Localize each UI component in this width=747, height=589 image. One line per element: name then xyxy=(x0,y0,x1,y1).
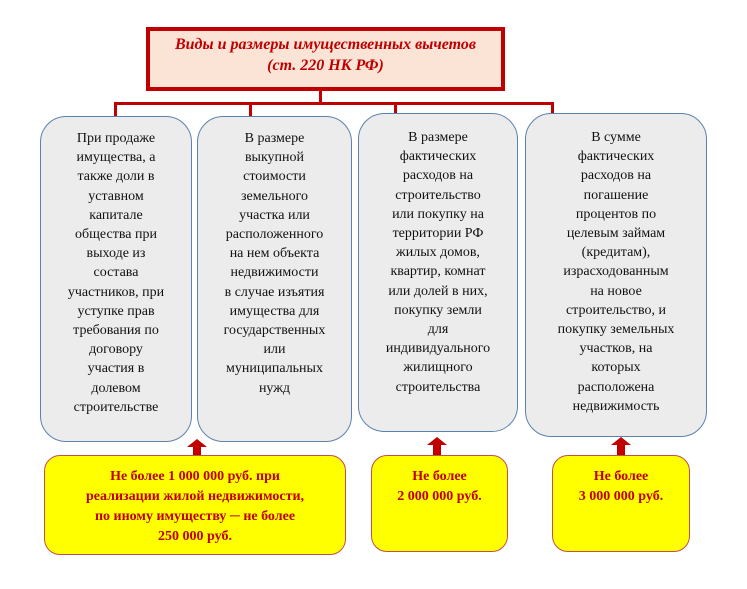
arrow-up-icon xyxy=(611,437,631,455)
category-text: При продаже имущества, а также доли в ус… xyxy=(67,131,165,415)
category-text: В размере выкупной стоимости земельного … xyxy=(223,131,326,396)
category-housing-purchase: В размере фактических расходов на строит… xyxy=(358,113,518,432)
category-land-seizure: В размере выкупной стоимости земельного … xyxy=(197,116,352,442)
limit-interest: Не более 3 000 000 руб. xyxy=(552,455,690,552)
limit-housing: Не более 2 000 000 руб. xyxy=(371,455,508,552)
title-line-1: Виды и размеры имущественных вычетов xyxy=(174,36,477,53)
connector-drop-3 xyxy=(394,102,397,113)
connector-vertical xyxy=(319,88,322,104)
connector-drop-1 xyxy=(114,102,117,116)
limit-sale: Не более 1 000 000 руб. при реализации ж… xyxy=(44,455,346,555)
title-line-2: (ст. 220 НК РФ) xyxy=(267,57,384,74)
category-text: В размере фактических расходов на строит… xyxy=(385,130,491,395)
category-sale: При продаже имущества, а также доли в ус… xyxy=(40,116,192,442)
category-interest: В сумме фактических расходов на погашени… xyxy=(525,113,707,437)
arrow-up-icon xyxy=(427,437,447,455)
connector-horizontal xyxy=(114,102,554,105)
limit-text: Не более 2 000 000 руб. xyxy=(397,469,482,504)
diagram-title: Виды и размеры имущественных вычетов (ст… xyxy=(146,27,505,91)
limit-text: Не более 3 000 000 руб. xyxy=(578,469,664,504)
arrow-up-icon xyxy=(187,439,207,457)
category-text: В сумме фактических расходов на погашени… xyxy=(557,130,675,414)
connector-drop-4 xyxy=(551,102,554,113)
limit-text: Не более 1 000 000 руб. при реализации ж… xyxy=(85,469,305,544)
connector-drop-2 xyxy=(249,102,252,116)
